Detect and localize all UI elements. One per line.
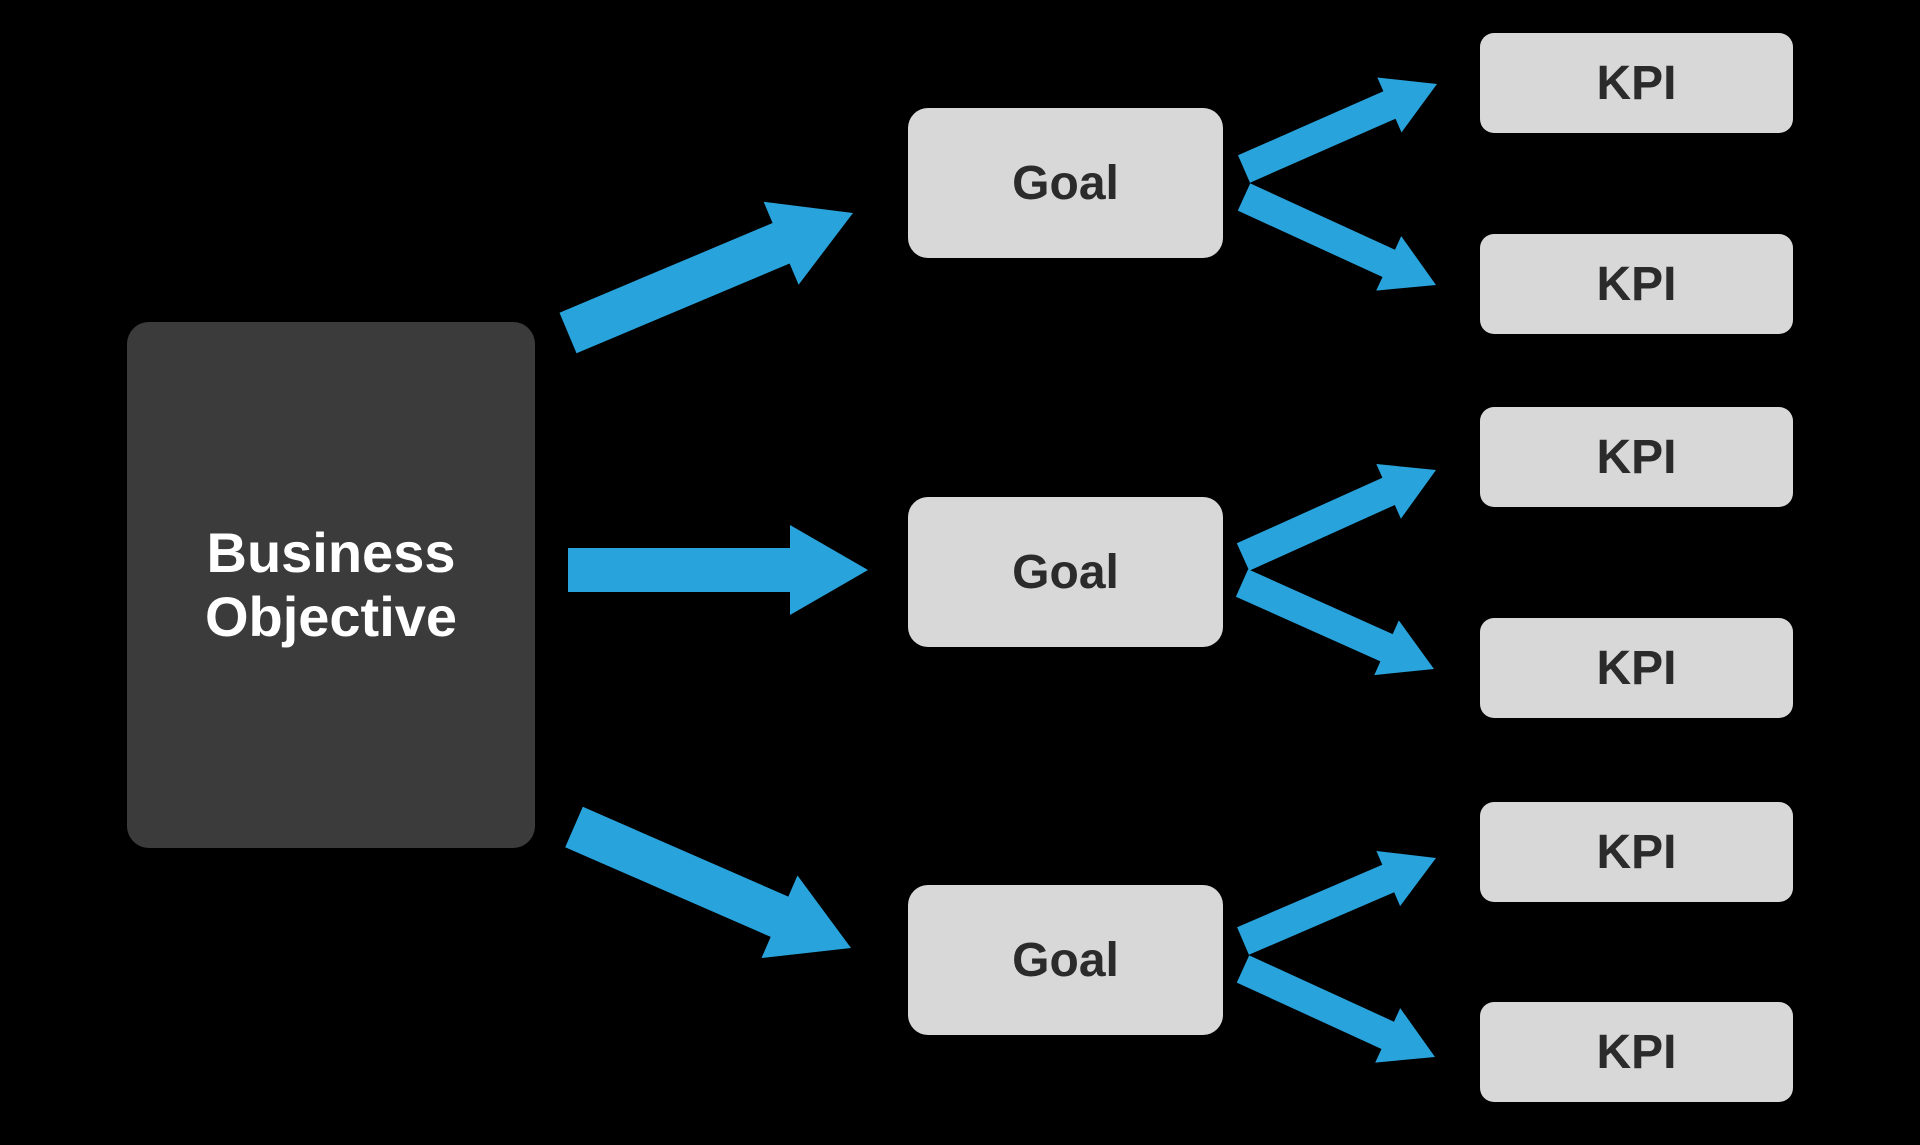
- arrow-goal-1-to-kpi-1: [1238, 77, 1437, 183]
- arrow-goal-2-to-kpi-3: [1236, 464, 1436, 571]
- kpi-label: KPI: [1596, 641, 1677, 695]
- goal-node-3: Goal: [908, 885, 1223, 1035]
- goal-label: Goal: [1012, 545, 1119, 599]
- kpi-label: KPI: [1596, 825, 1677, 879]
- kpi-node-1: KPI: [1480, 33, 1793, 133]
- goal-label: Goal: [1012, 156, 1119, 210]
- goal-node-2: Goal: [908, 497, 1223, 647]
- arrow-goal-1-to-kpi-2: [1237, 183, 1436, 291]
- goal-node-1: Goal: [908, 108, 1223, 258]
- arrow-goal-3-to-kpi-5: [1237, 851, 1436, 955]
- kpi-label: KPI: [1596, 56, 1677, 110]
- kpi-node-4: KPI: [1480, 618, 1793, 718]
- arrow-goal-2-to-kpi-4: [1235, 569, 1434, 676]
- business-objective-node: Business Objective: [127, 322, 535, 848]
- kpi-node-6: KPI: [1480, 1002, 1793, 1102]
- kpi-label: KPI: [1596, 430, 1677, 484]
- arrow-business-objective-to-goal-1: [559, 201, 853, 354]
- arrow-business-objective-to-goal-2: [568, 525, 868, 615]
- arrow-business-objective-to-goal-3: [565, 806, 851, 958]
- business-objective-label: Business Objective: [204, 520, 458, 648]
- kpi-label: KPI: [1596, 257, 1677, 311]
- kpi-node-2: KPI: [1480, 234, 1793, 334]
- arrow-goal-3-to-kpi-6: [1236, 955, 1435, 1063]
- kpi-label: KPI: [1596, 1025, 1677, 1079]
- goal-label: Goal: [1012, 933, 1119, 987]
- kpi-node-5: KPI: [1480, 802, 1793, 902]
- kpi-node-3: KPI: [1480, 407, 1793, 507]
